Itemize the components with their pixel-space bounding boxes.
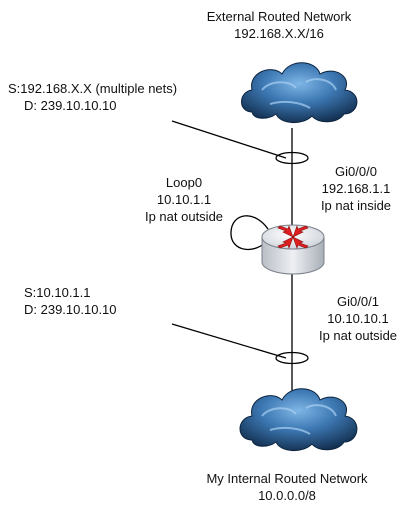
gi001-name: Gi0/0/1 bbox=[337, 294, 379, 309]
cloud-icon bbox=[241, 62, 358, 123]
gi000-ip: 192.168.1.1 bbox=[321, 181, 391, 196]
gi001-ip: 10.10.10.1 bbox=[327, 311, 389, 326]
loopback-loop bbox=[230, 215, 269, 251]
interface-ring-gi000 bbox=[275, 151, 309, 165]
external-network-label: External Routed Network 192.168.X.X/16 bbox=[196, 8, 362, 42]
internal-network-label: My Internal Routed Network 10.0.0.0/8 bbox=[186, 470, 388, 504]
gi001-label: Gi0/0/1 10.10.10.1 Ip nat outside bbox=[310, 293, 406, 344]
loopback-name: Loop0 bbox=[165, 175, 203, 190]
gi000-name: Gi0/0/0 bbox=[335, 164, 377, 179]
internal-network-name: My Internal Routed Network bbox=[206, 471, 368, 486]
bottom-flow-dest: D: 239.10.10.10 bbox=[24, 302, 117, 317]
external-network-subnet: 192.168.X.X/16 bbox=[234, 26, 324, 41]
bottom-flow-line bbox=[171, 323, 287, 359]
gi000-label: Gi0/0/0 192.168.1.1 Ip nat inside bbox=[308, 163, 404, 214]
interface-ring-gi001 bbox=[275, 351, 309, 365]
loopback-ip: 10.10.1.1 bbox=[156, 192, 212, 207]
internal-network-subnet: 10.0.0.0/8 bbox=[258, 488, 316, 503]
loopback-nat: Ip nat outside bbox=[144, 209, 224, 224]
bottom-flow-label: S:10.10.1.1 D: 239.10.10.10 bbox=[8, 284, 117, 318]
top-flow-source: S:192.168.X.X (multiple nets) bbox=[8, 81, 178, 96]
gi001-nat: Ip nat outside bbox=[318, 328, 398, 343]
router-icon bbox=[261, 224, 325, 275]
top-flow-label: S:192.168.X.X (multiple nets) D: 239.10.… bbox=[8, 80, 177, 114]
top-flow-line bbox=[171, 120, 287, 159]
cloud-icon bbox=[239, 388, 358, 451]
loopback-label: Loop0 10.10.1.1 Ip nat outside bbox=[128, 174, 240, 225]
top-flow-dest: D: 239.10.10.10 bbox=[24, 98, 117, 113]
external-network-name: External Routed Network bbox=[206, 9, 352, 24]
bottom-flow-source: S:10.10.1.1 bbox=[24, 285, 91, 300]
gi000-nat: Ip nat inside bbox=[320, 198, 392, 213]
